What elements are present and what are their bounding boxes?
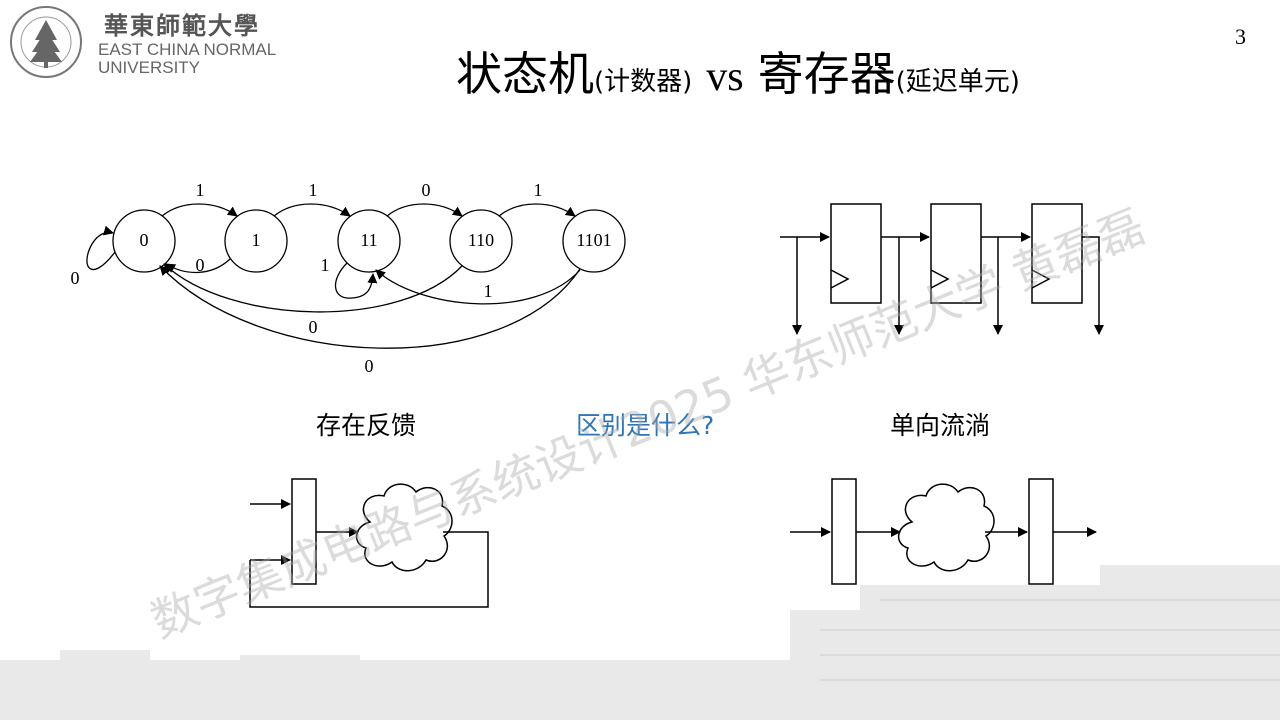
- fsm-edge-label-1101-0: 0: [365, 356, 374, 376]
- university-seal-icon: [10, 6, 82, 78]
- fsm-edge-label-110-0: 0: [309, 317, 318, 337]
- fsm-state-label-0: 0: [140, 230, 149, 250]
- page-number: 3: [1235, 24, 1246, 49]
- fsm-state-0: [112, 209, 176, 273]
- pipeline-register-2: [1028, 478, 1054, 585]
- clock-symbol-1: [830, 269, 850, 289]
- pipeline-diagram: [790, 478, 1097, 585]
- fsm-state-label-11: 11: [360, 230, 377, 250]
- feedback-logic-cloud: [356, 483, 453, 572]
- fsm-edge-label-1-0: 0: [196, 255, 205, 275]
- fsm-state-11: [337, 209, 401, 273]
- fsm-diagram: [86, 203, 626, 349]
- register-block-1: [830, 203, 882, 304]
- register-block-2: [930, 203, 982, 304]
- shift-register-diagram: [780, 203, 1104, 335]
- pipeline-register-1: [831, 478, 857, 585]
- question-caption: 区别是什么?: [576, 411, 715, 440]
- fsm-edge-0-1: [161, 203, 238, 217]
- fsm-edge-110-0: [163, 263, 463, 313]
- feedback-caption: 存在反馈: [316, 411, 417, 440]
- title-register: 寄存器: [757, 47, 896, 101]
- fsm-self-loop-0: [86, 225, 116, 271]
- fsm-edge-label-1-11: 1: [309, 180, 318, 200]
- logo-english-name-line2: UNIVERSITY: [98, 58, 201, 77]
- logo-chinese-name: 華東師範大學: [104, 11, 260, 40]
- title-register-note: (延迟单元): [895, 67, 1020, 97]
- fsm-edge-1-11: [273, 203, 351, 217]
- fsm-state-label-110: 110: [468, 230, 494, 250]
- clock-symbol-2: [930, 269, 950, 289]
- fsm-self-loop-11: [334, 262, 378, 299]
- fsm-state-1101: [562, 209, 626, 273]
- fsm-edge-11-110: [386, 203, 463, 217]
- university-logo: 華東師範大學 EAST CHINA NORMAL UNIVERSITY: [8, 4, 298, 80]
- feedback-diagram: [249, 478, 489, 608]
- fsm-state-label-1: 1: [252, 230, 261, 250]
- fsm-edge-label-1101-11: 1: [484, 281, 493, 301]
- one-way-caption: 单向流淌: [890, 411, 991, 440]
- feedback-register: [291, 478, 317, 585]
- clock-symbol-3: [1031, 269, 1051, 289]
- fsm-edge-label-0-1: 1: [196, 180, 205, 200]
- title-fsm-note: (计数器): [594, 67, 693, 97]
- fsm-edge-1101-0: [159, 265, 581, 349]
- fsm-edge-label-self0: 0: [71, 268, 80, 288]
- pipeline-logic-cloud: [898, 483, 995, 572]
- slide-title: 状态机(计数器) vs 寄存器(延迟单元): [456, 38, 1020, 104]
- title-fsm: 状态机: [456, 47, 594, 101]
- title-vs: vs: [706, 54, 744, 100]
- fsm-state-110: [449, 209, 513, 273]
- feedback-loop-wire: [249, 531, 489, 608]
- fsm-edge-label-self11: 1: [321, 255, 330, 275]
- fsm-edge-110-1101: [498, 203, 576, 217]
- fsm-state-label-1101: 1101: [576, 230, 611, 250]
- register-block-3: [1031, 203, 1083, 304]
- logo-english-name-line1: EAST CHINA NORMAL: [98, 40, 277, 59]
- tap-wire-3: [1082, 236, 1104, 335]
- fsm-edge-label-110-1101: 1: [534, 180, 543, 200]
- fsm-state-1: [224, 209, 288, 273]
- fsm-edge-1101-11: [375, 269, 581, 305]
- fsm-edge-label-11-110: 0: [422, 180, 431, 200]
